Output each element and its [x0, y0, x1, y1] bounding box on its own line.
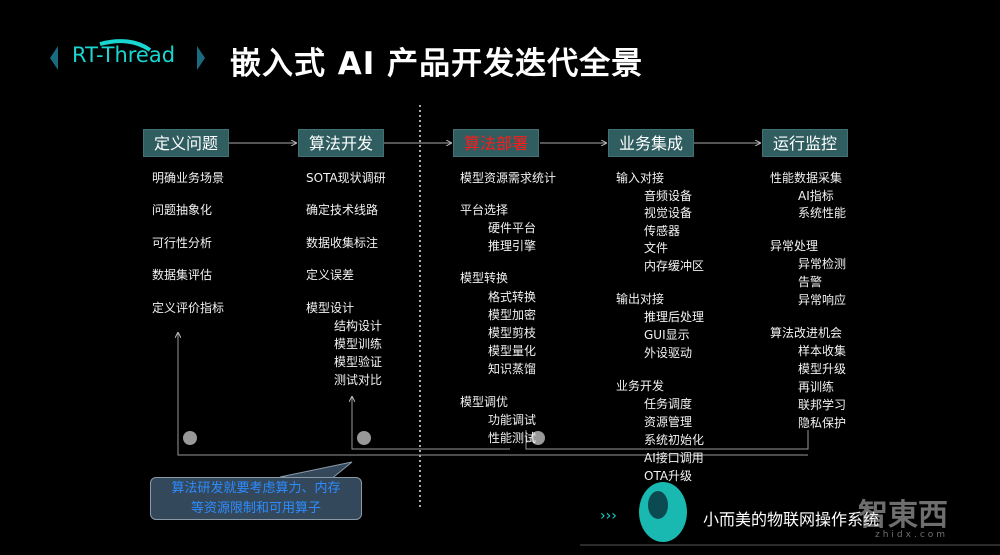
list-item: 模型转换 [460, 271, 509, 285]
list-item: 输入对接 [616, 171, 665, 185]
sub-item: 音频设备 [644, 189, 693, 203]
cycle-icon [531, 431, 545, 445]
sub-item: 任务调度 [644, 397, 693, 411]
sub-item: 性能测试 [488, 431, 537, 445]
sub-item: 结构设计 [334, 319, 383, 333]
sub-item: 硬件平台 [488, 221, 537, 235]
page-title: 嵌入式 AI 产品开发迭代全景 [230, 46, 644, 82]
callout-line: 等资源限制和可用算子 [190, 501, 321, 516]
chevrons-icon: ››› [600, 508, 617, 524]
list-item: 平台选择 [460, 203, 509, 217]
sub-item: 文件 [644, 241, 669, 255]
tagline: 小而美的物联网操作系统 [703, 510, 880, 529]
cycle-icon [183, 431, 197, 445]
list-item: 性能数据采集 [770, 171, 843, 185]
sub-item: 联邦学习 [798, 398, 847, 412]
sub-item: 异常响应 [798, 293, 847, 307]
stage-algorithm-dev: 算法开发 [298, 129, 384, 157]
sub-item: 视觉设备 [644, 206, 693, 220]
list-item: 输出对接 [616, 292, 665, 306]
sub-item: 测试对比 [334, 373, 383, 387]
sub-item: 异常检测 [798, 257, 847, 271]
sub-item: 外设驱动 [644, 346, 693, 360]
sub-item: 模型验证 [334, 355, 383, 369]
sub-item: 知识蒸馏 [488, 362, 537, 376]
list-item: 定义误差 [306, 268, 355, 282]
globe-icon [639, 482, 687, 542]
sub-item: 模型升级 [798, 362, 847, 376]
sub-item: OTA升级 [644, 469, 693, 483]
sub-item: 资源管理 [644, 415, 693, 429]
list-item: 数据集评估 [152, 268, 213, 282]
sub-item: 传感器 [644, 224, 681, 238]
sub-item: AI接口调用 [644, 451, 704, 465]
list-item: 异常处理 [770, 239, 819, 253]
list-item: 确定技术线路 [306, 203, 379, 217]
sub-item: 内存缓冲区 [644, 259, 705, 273]
list-item: 定义评价指标 [152, 301, 225, 315]
sub-item: 系统性能 [798, 206, 847, 220]
cycle-icon [357, 431, 371, 445]
list-item: 问题抽象化 [152, 203, 213, 217]
list-item: 算法改进机会 [770, 326, 843, 340]
sub-item: GUI显示 [644, 328, 690, 342]
watermark-logo: 智東西 [858, 498, 948, 533]
sub-item: 模型训练 [334, 337, 383, 351]
list-item: SOTA现状调研 [306, 171, 386, 185]
list-item: 模型调优 [460, 395, 509, 409]
sub-item: 告警 [798, 275, 823, 289]
sub-item: 推理引擎 [488, 239, 537, 253]
list-item: 明确业务场景 [152, 171, 225, 185]
rt-thread-logo [50, 39, 205, 70]
sub-item: 模型加密 [488, 308, 537, 322]
logo-text: RT-Thread [72, 43, 176, 67]
stage-define-problem: 定义问题 [143, 129, 229, 157]
list-item: 模型设计 [306, 301, 355, 315]
sub-item: 模型量化 [488, 344, 537, 358]
sub-item: 隐私保护 [798, 416, 847, 430]
sub-item: 模型剪枝 [488, 326, 537, 340]
sub-item: 样本收集 [798, 344, 847, 358]
watermark-url: zhidx.com [875, 530, 949, 540]
stage-algorithm-deploy: 算法部署 [453, 129, 539, 157]
sub-item: 格式转换 [488, 290, 537, 304]
callout-note: 算法研发就要考虑算力、内存 等资源限制和可用算子 [150, 477, 362, 520]
stage-runtime-monitor: 运行监控 [762, 129, 848, 157]
list-item: 模型资源需求统计 [460, 171, 557, 185]
sub-item: AI指标 [798, 189, 834, 203]
sub-item: 功能调试 [488, 413, 537, 427]
callout-line: 算法研发就要考虑算力、内存 [171, 481, 341, 496]
list-item: 业务开发 [616, 379, 665, 393]
stage-business-integration: 业务集成 [608, 129, 694, 157]
sub-item: 推理后处理 [644, 310, 705, 324]
sub-item: 系统初始化 [644, 433, 705, 447]
list-item: 数据收集标注 [306, 236, 379, 250]
sub-item: 再训练 [798, 380, 835, 394]
list-item: 可行性分析 [152, 236, 213, 250]
